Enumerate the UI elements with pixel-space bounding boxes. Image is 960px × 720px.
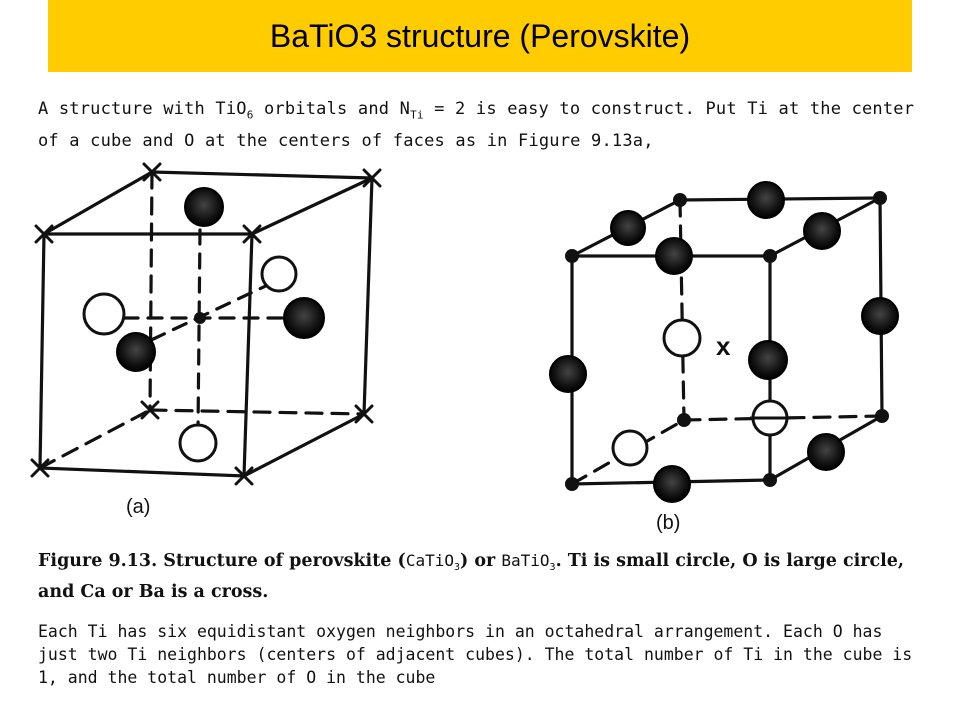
cross-a-6 — [234, 466, 254, 486]
cube-a-hidden-bottom-back — [148, 408, 366, 416]
cube-a-hidden-vertical — [148, 170, 154, 412]
figure-a-crosses — [30, 162, 382, 486]
caption-formula-1: CaTiO — [405, 551, 454, 570]
oxygen-b-top-left — [610, 210, 646, 246]
caption-formula-1-sub: 3 — [453, 562, 461, 574]
title-banner: BaTiO3 structure (Perovskite) — [48, 0, 912, 72]
figure-a-atoms — [82, 187, 325, 463]
figure-a-label: (a) — [126, 496, 151, 518]
cube-a-hidden-bottom-left — [38, 408, 152, 470]
cube-a-back-right-edge — [362, 176, 374, 416]
oxygen-b-bottom-right — [807, 433, 845, 471]
cross-a-2 — [242, 224, 262, 244]
oxygen-b-bottom-front — [653, 465, 691, 503]
titanium-b-8 — [875, 409, 889, 423]
oxygen-b-top-right — [803, 212, 841, 250]
intro-text-2: orbitals and N — [253, 99, 411, 119]
caption-lead: Figure 9.13. Structure of perovskite ( — [38, 551, 406, 571]
cube-a-top-back-edge — [150, 170, 374, 180]
oxygen-a-top — [184, 187, 224, 227]
cross-a-3 — [142, 162, 162, 182]
titanium-b-4 — [873, 191, 887, 205]
titanium-b-7 — [677, 413, 691, 427]
oxygen-b-bottom-left-open — [611, 429, 649, 467]
figure-b-atoms — [549, 181, 899, 503]
cross-a-7 — [140, 400, 160, 420]
cube-a-bottom-right-edge — [242, 412, 366, 478]
cube-a-top-left-edge — [42, 170, 154, 236]
titanium-b-5 — [565, 477, 579, 491]
intro-text-3: = 2 is easy to construct. Put Ti at the … — [38, 99, 915, 152]
titanium-a-center — [194, 312, 206, 324]
cross-a-8 — [354, 404, 374, 424]
caption-formula-2-sub: 3 — [549, 562, 556, 574]
figure-b-label: (b) — [656, 512, 681, 534]
oxygen-a-right — [283, 297, 325, 339]
oxygen-b-top-front — [655, 237, 693, 275]
oxygen-a-left — [82, 292, 126, 336]
oxygen-a-front-left — [116, 332, 156, 372]
caption-tail: . Ti is small circle, O is large circle,… — [38, 551, 905, 603]
cube-b-hidden-bottom-back — [682, 414, 884, 422]
caption-formula-2: BaTiO — [501, 551, 550, 570]
titanium-b-1 — [565, 249, 579, 263]
intro-text-1: A structure with — [38, 99, 216, 119]
oxygen-b-right-face — [748, 340, 788, 380]
cross-marker-b: x — [716, 331, 731, 361]
titanium-b-6 — [763, 473, 777, 487]
titanium-b-3 — [673, 193, 687, 207]
titanium-b-2 — [763, 249, 777, 263]
cross-a-1 — [34, 224, 54, 244]
oxygen-b-left — [549, 355, 587, 393]
intro-tio: TiO — [215, 99, 247, 119]
intro-nti-sub: Ti — [410, 108, 424, 122]
intro-tio-sub: 6 — [246, 108, 254, 122]
cube-a-axis-vertical — [196, 228, 202, 432]
oxygen-b-top-back — [747, 181, 785, 219]
cube-a-top-right-edge — [250, 176, 374, 236]
cube-b-front-face — [570, 254, 772, 486]
oxygen-b-right-back — [861, 297, 899, 335]
cube-b-hidden-vertical — [678, 198, 686, 422]
body-paragraph: Each Ti has six equidistant oxygen neigh… — [38, 622, 913, 687]
caption-mid: ) or — [460, 551, 502, 571]
oxygen-b-center-open — [662, 318, 702, 358]
slide-title: BaTiO3 structure (Perovskite) — [269, 17, 691, 54]
cross-a-4 — [362, 168, 382, 188]
oxygen-a-bottom — [178, 423, 218, 463]
figure-caption: Figure 9.13. Structure of perovskite (Ca… — [38, 548, 928, 605]
intro-paragraph: A structure with TiO6 orbitals and NTi =… — [38, 96, 928, 154]
cross-a-5 — [30, 458, 50, 478]
oxygen-a-back-right — [260, 255, 298, 293]
